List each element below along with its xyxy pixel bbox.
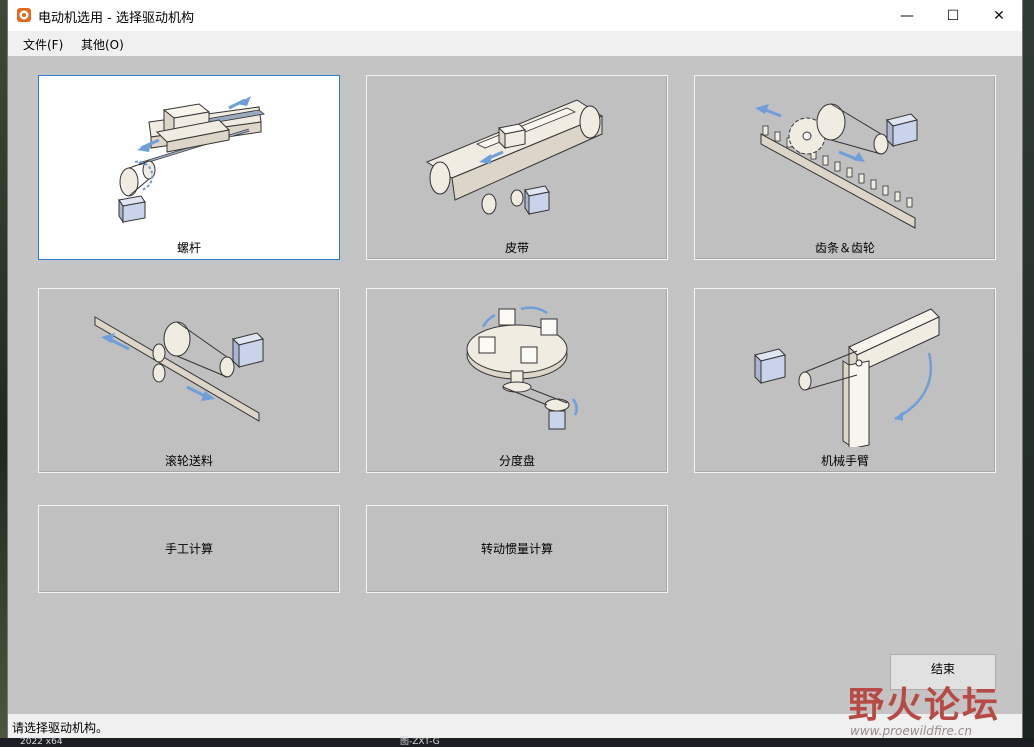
taskbar-item[interactable]: 图-ZXT-G [400, 737, 440, 747]
status-text: 请选择驱动机构。 [12, 721, 109, 735]
manual-calculation-tile[interactable]: 手工计算 [38, 505, 340, 593]
screw-drive-illustration [118, 96, 265, 224]
mechanism-label: 滚轮送料 [164, 454, 213, 468]
taskbar: 2022 x64 图-ZXT-G [0, 738, 1034, 747]
mechanism-label: 螺杆 [176, 241, 201, 255]
index-table-illustration [466, 306, 578, 430]
roller-feed-illustration [94, 316, 264, 422]
mechanism-label: 皮带 [504, 241, 529, 255]
menu-file[interactable]: 文件(F) [23, 38, 64, 52]
close-button[interactable]: ✕ [976, 0, 1022, 31]
belt-conveyor-illustration [425, 99, 604, 216]
watermark-url: www.proewildfire.cn [850, 724, 972, 738]
mechanism-tile-roller-feed[interactable]: 滚轮送料 [38, 288, 340, 473]
minimize-icon: — [900, 7, 914, 24]
menu-bar: 文件(F) 其他(O) [8, 31, 1022, 56]
close-icon: ✕ [993, 7, 1005, 24]
robot-arm-illustration [754, 308, 940, 447]
window-title: 电动机选用 - 选择驱动机构 [38, 11, 194, 26]
watermark-text: 野火论坛 [848, 684, 1001, 726]
mechanism-label: 齿条＆齿轮 [814, 241, 875, 255]
rack-pinion-illustration [755, 103, 918, 229]
calculator-label: 转动惯量计算 [480, 542, 553, 556]
title-bar: 电动机选用 - 选择驱动机构 — ☐ ✕ [8, 0, 1022, 31]
mechanism-tile-robot-arm[interactable]: 机械手臂 [694, 288, 996, 473]
desktop-background-right [1022, 0, 1034, 747]
mechanism-tile-rack-pinion[interactable]: 齿条＆齿轮 [694, 75, 996, 260]
app-icon [17, 8, 31, 22]
inertia-calculation-tile[interactable]: 转动惯量计算 [366, 505, 668, 593]
desktop-background-left [0, 0, 8, 747]
status-bar: 请选择驱动机构。 [8, 714, 1022, 738]
calculator-label: 手工计算 [164, 542, 213, 556]
minimize-button[interactable]: — [884, 0, 930, 31]
mechanism-panel: 螺杆 皮带 [8, 56, 1022, 714]
menu-other[interactable]: 其他(O) [81, 38, 124, 52]
taskbar-item[interactable]: 2022 x64 [20, 737, 63, 747]
maximize-icon: ☐ [946, 7, 960, 24]
maximize-button[interactable]: ☐ [930, 0, 976, 31]
mechanism-tile-screw[interactable]: 螺杆 [38, 75, 340, 260]
watermark: 野火论坛 www.proewildfire.cn [840, 668, 1030, 740]
mechanism-tile-index-table[interactable]: 分度盘 [366, 288, 668, 473]
end-button[interactable]: 结束 [890, 654, 996, 690]
mechanism-label: 机械手臂 [820, 454, 869, 468]
mechanism-tile-belt[interactable]: 皮带 [366, 75, 668, 260]
app-window: 电动机选用 - 选择驱动机构 — ☐ ✕ 文件(F) 其他(O) [8, 0, 1022, 738]
mechanism-label: 分度盘 [498, 454, 535, 468]
